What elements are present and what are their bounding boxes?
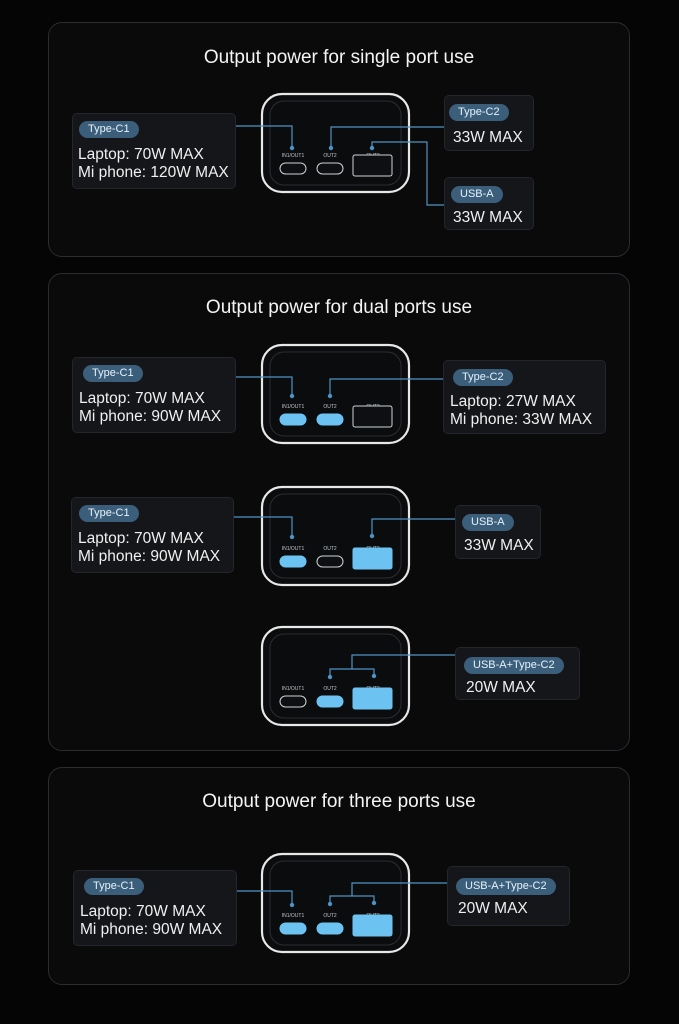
usb-a-type-c2-badge: USB-A+Type-C2 bbox=[456, 878, 556, 895]
type-c1-badge: Type-C1 bbox=[79, 121, 139, 138]
panel-title: Output power for single port use bbox=[203, 47, 475, 68]
usb-a-card: USB-A 33W MAX bbox=[455, 505, 541, 559]
power-bank-device: IN1/OUT1OUT2OUT3 bbox=[260, 625, 411, 727]
connector-dot bbox=[371, 900, 377, 906]
port-label: IN1/OUT1 bbox=[282, 153, 305, 159]
type-c1-card: Type-C1 Laptop: 70W MAX Mi phone: 90W MA… bbox=[72, 357, 236, 433]
connector-dot bbox=[289, 393, 295, 399]
connector-line bbox=[236, 376, 293, 396]
usb-a-type-c2-card: USB-A+Type-C2 20W MAX bbox=[455, 647, 580, 700]
port-label: OUT2 bbox=[323, 153, 337, 159]
connector-dot bbox=[327, 674, 333, 680]
port-label: OUT2 bbox=[323, 686, 337, 692]
connector-line bbox=[371, 141, 444, 206]
power-bank-device: IN1/OUT1OUT2OUT3 bbox=[260, 92, 411, 194]
connector-line bbox=[330, 126, 444, 148]
type-c2-port bbox=[316, 695, 344, 708]
type-c1-port bbox=[279, 162, 307, 175]
connector-line bbox=[329, 378, 443, 396]
connector-line bbox=[352, 895, 375, 903]
connector-dot bbox=[327, 901, 333, 907]
usb-a-port bbox=[352, 547, 393, 570]
connector-line bbox=[371, 518, 455, 536]
type-c2-port bbox=[316, 413, 344, 426]
usb-a-port bbox=[352, 154, 393, 177]
connector-dot bbox=[328, 145, 334, 151]
panel-title: Output power for three ports use bbox=[202, 791, 476, 812]
type-c2-badge: Type-C2 bbox=[449, 104, 509, 121]
type-c1-port bbox=[279, 555, 307, 568]
connector-dot bbox=[369, 145, 375, 151]
type-c1-card: Type-C1 Laptop: 70W MAX Mi phone: 90W MA… bbox=[73, 870, 237, 946]
type-c2-card: Type-C2 33W MAX bbox=[444, 95, 534, 151]
connector-line bbox=[352, 668, 375, 676]
type-c1-card: Type-C1 Laptop: 70W MAX Mi phone: 90W MA… bbox=[71, 497, 234, 573]
type-c1-badge: Type-C1 bbox=[83, 365, 143, 382]
connector-dot bbox=[289, 902, 295, 908]
port-label: IN1/OUT1 bbox=[282, 546, 305, 552]
power-bank-device: IN1/OUT1OUT2OUT3 bbox=[260, 485, 411, 587]
connector-line bbox=[236, 125, 293, 148]
type-c1-badge: Type-C1 bbox=[84, 878, 144, 895]
type-c1-badge: Type-C1 bbox=[79, 505, 139, 522]
port-label: IN1/OUT1 bbox=[282, 913, 305, 919]
type-c2-card: Type-C2 Laptop: 27W MAX Mi phone: 33W MA… bbox=[443, 360, 606, 434]
usb-a-badge: USB-A bbox=[462, 514, 514, 531]
power-bank-device: IN1/OUT1OUT2OUT3 bbox=[260, 852, 411, 954]
type-c1-card: Type-C1 Laptop: 70W MAX Mi phone: 120W M… bbox=[72, 113, 236, 189]
usb-a-card: USB-A 33W MAX bbox=[444, 177, 534, 230]
port-label: OUT2 bbox=[323, 913, 337, 919]
type-c1-port bbox=[279, 922, 307, 935]
connector-dot bbox=[369, 533, 375, 539]
usb-a-port bbox=[352, 687, 393, 710]
type-c2-port bbox=[316, 162, 344, 175]
type-c2-badge: Type-C2 bbox=[453, 369, 513, 386]
panel-title: Output power for dual ports use bbox=[205, 297, 473, 318]
usb-a-port bbox=[352, 405, 393, 428]
usb-a-type-c2-badge: USB-A+Type-C2 bbox=[464, 657, 564, 674]
connector-line bbox=[234, 516, 293, 537]
type-c2-port bbox=[316, 922, 344, 935]
connector-dot bbox=[371, 673, 377, 679]
port-label: IN1/OUT1 bbox=[282, 404, 305, 410]
port-label: IN1/OUT1 bbox=[282, 686, 305, 692]
usb-a-port bbox=[352, 914, 393, 937]
port-label: OUT2 bbox=[323, 546, 337, 552]
connector-line bbox=[237, 890, 293, 905]
power-bank-device: IN1/OUT1OUT2OUT3 bbox=[260, 343, 411, 445]
type-c1-port bbox=[279, 413, 307, 426]
usb-a-badge: USB-A bbox=[451, 186, 503, 203]
connector-dot bbox=[327, 393, 333, 399]
type-c2-port bbox=[316, 555, 344, 568]
connector-dot bbox=[289, 145, 295, 151]
port-label: OUT2 bbox=[323, 404, 337, 410]
type-c1-port bbox=[279, 695, 307, 708]
usb-a-type-c2-card: USB-A+Type-C2 20W MAX bbox=[447, 866, 570, 926]
connector-dot bbox=[289, 534, 295, 540]
